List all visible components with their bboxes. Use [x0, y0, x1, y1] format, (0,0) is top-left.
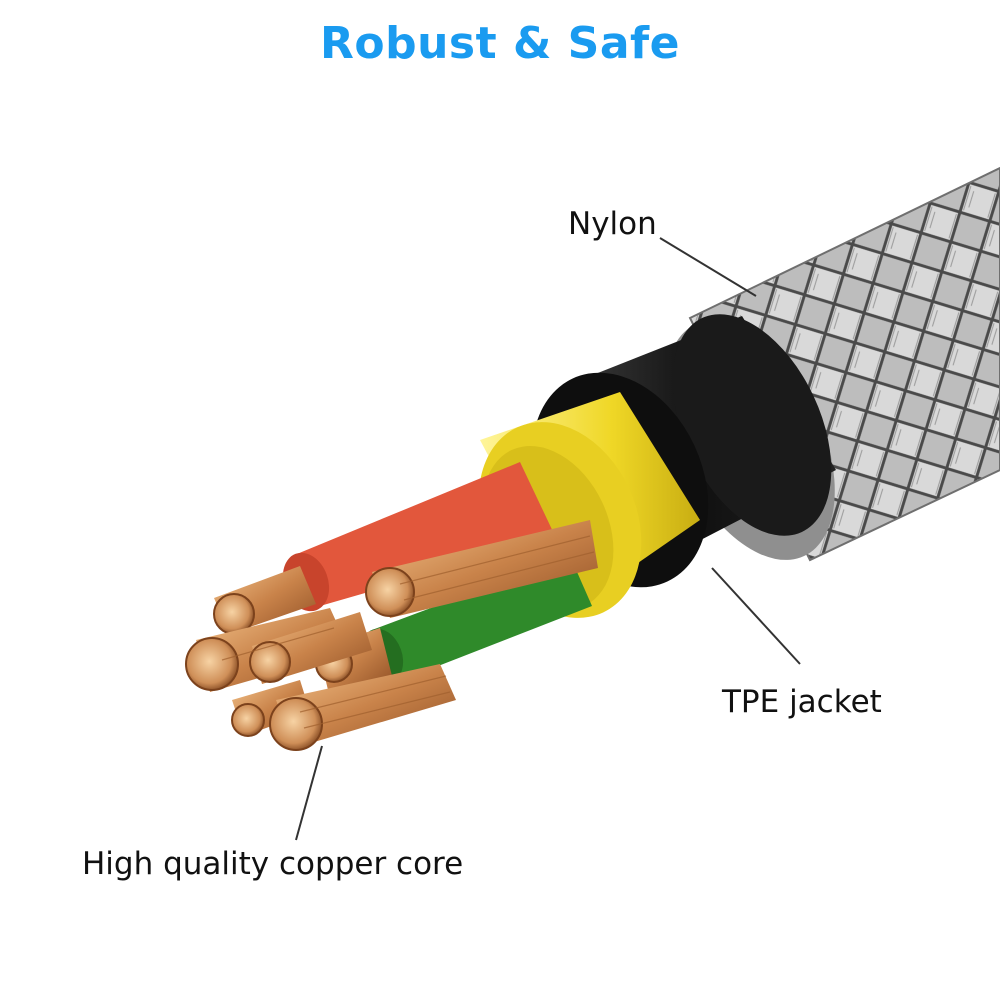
copper-callout-line [295, 745, 323, 841]
tpe-jacket-label: TPE jacket [722, 684, 882, 720]
copper-core-label: High quality copper core [82, 846, 464, 882]
tpe-callout-line [711, 567, 801, 665]
page-title: Robust & Safe [319, 18, 681, 69]
nylon-callout-line [659, 237, 757, 297]
nylon-label: Nylon [568, 206, 657, 242]
red-wire [213, 462, 556, 635]
copper-strand-bundles [185, 520, 598, 751]
